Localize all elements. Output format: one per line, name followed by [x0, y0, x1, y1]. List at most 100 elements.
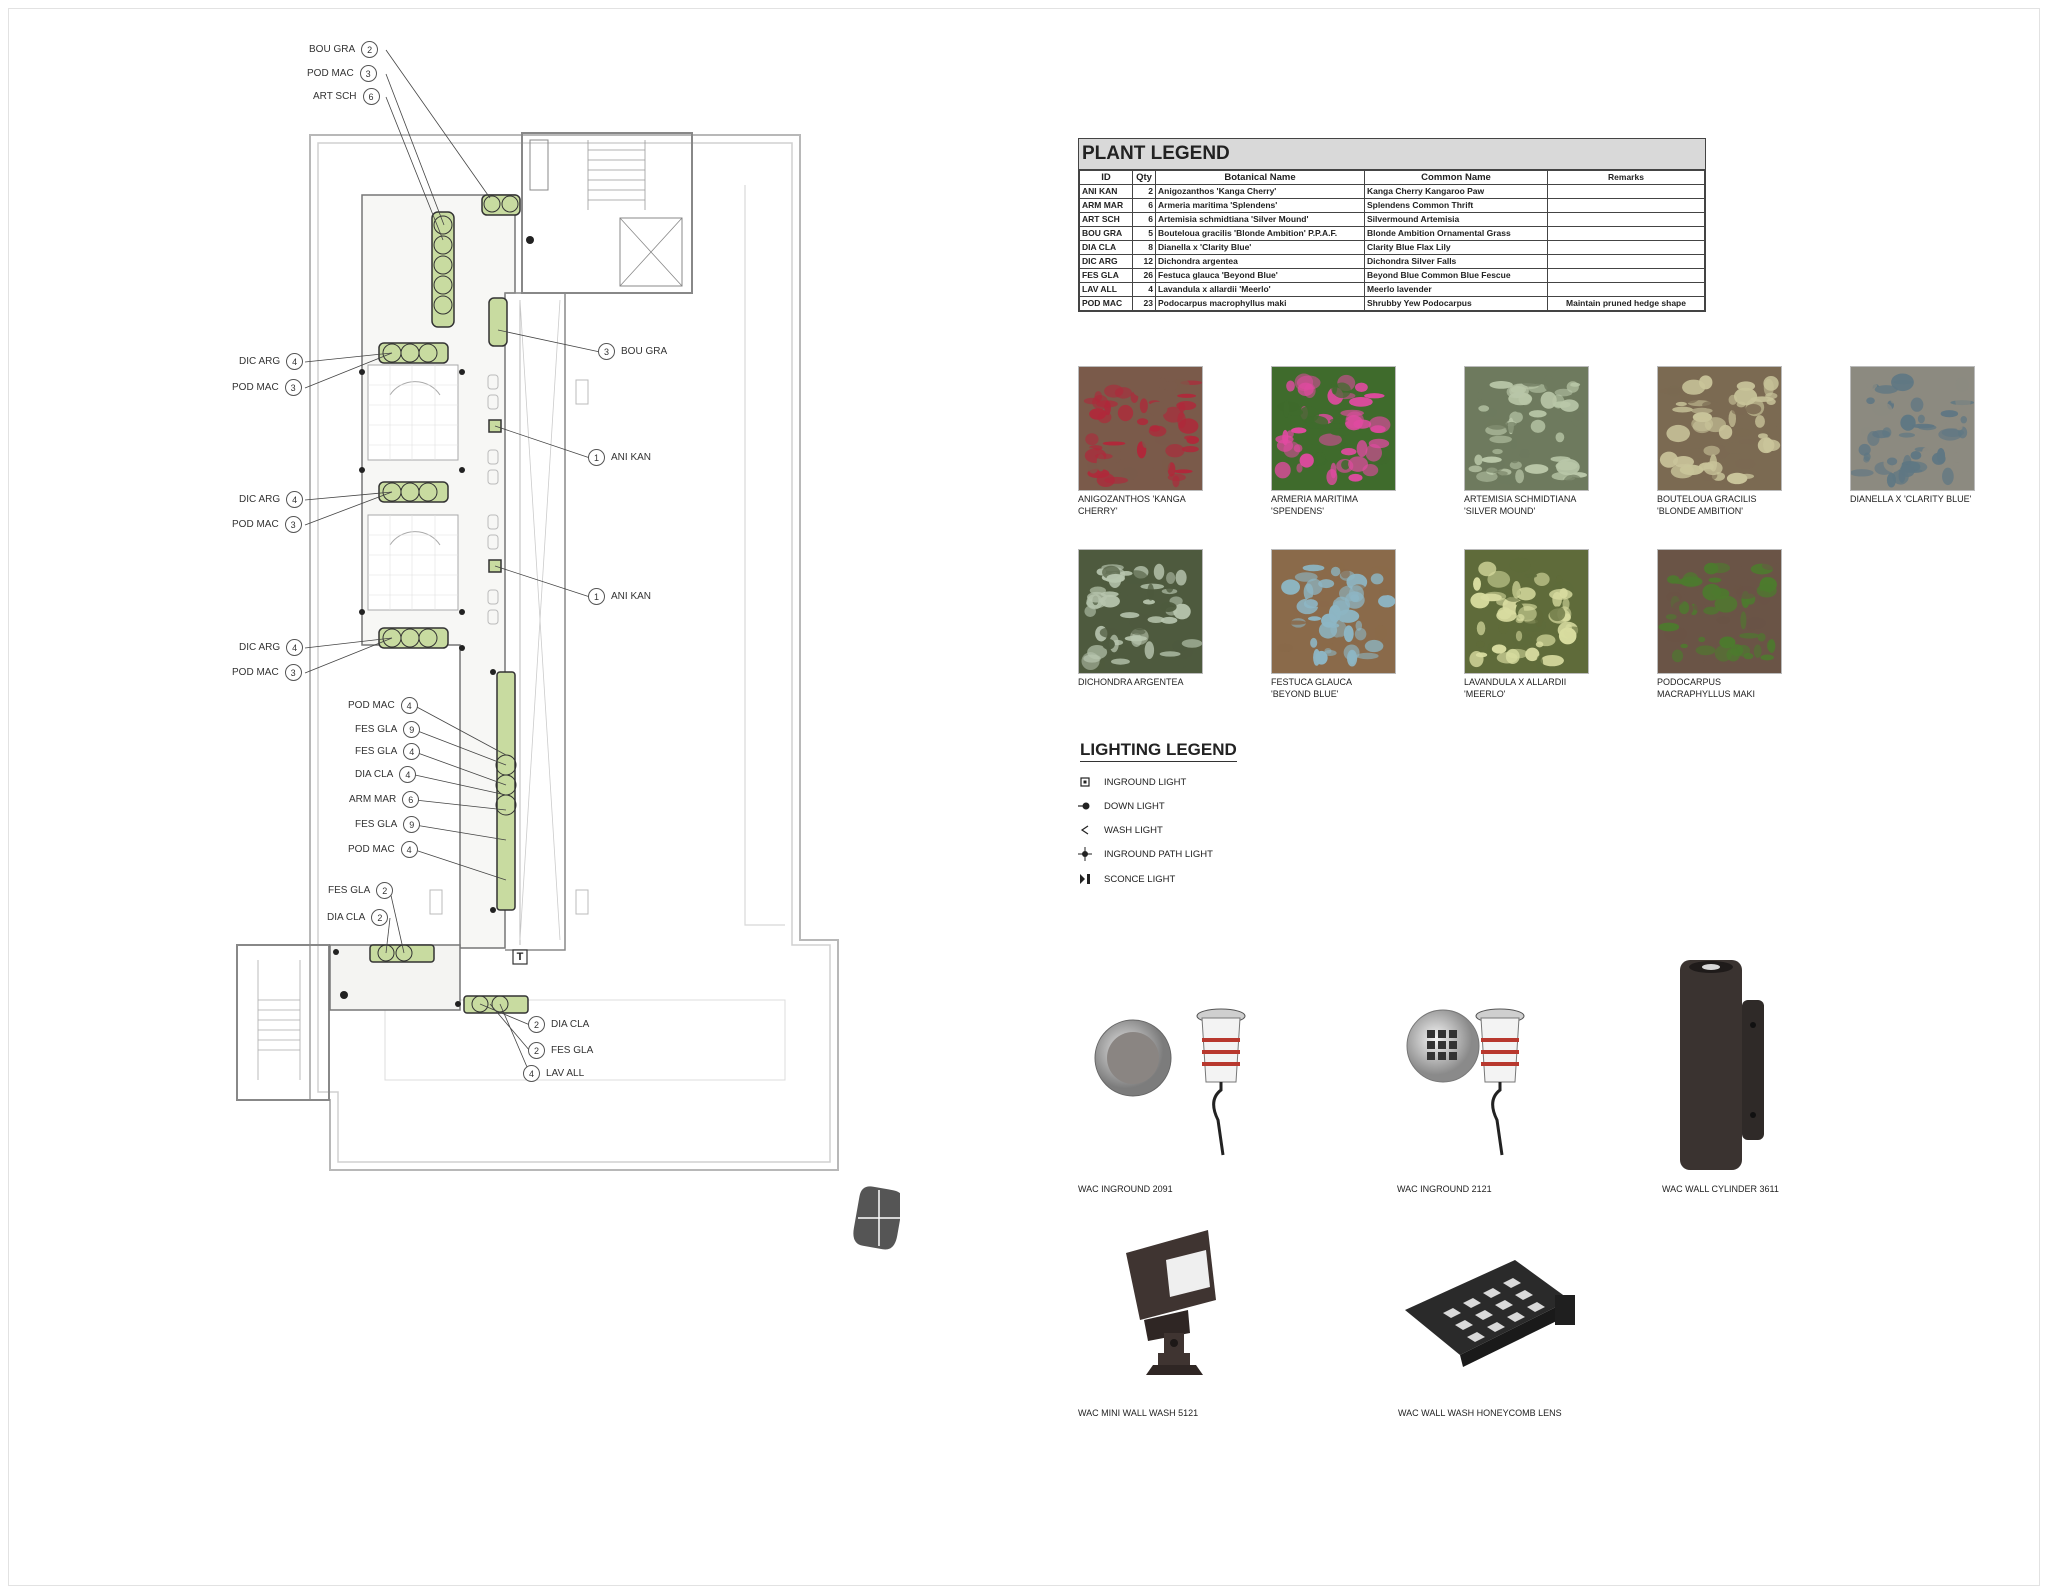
lighting-label: DOWN LIGHT	[1104, 800, 1165, 812]
foliage-blob	[1120, 570, 1133, 576]
foliage-blob	[1734, 428, 1752, 437]
foliage-blob	[1114, 448, 1122, 463]
foliage-blob	[1667, 385, 1682, 397]
foliage-blob	[1308, 616, 1322, 621]
cell-common: Shrubby Yew Podocarpus	[1364, 296, 1548, 311]
foliage-blob	[1321, 642, 1334, 648]
foliage-blob	[1364, 393, 1385, 399]
foliage-blob	[1161, 455, 1171, 472]
foliage-blob	[1114, 387, 1132, 399]
foliage-blob	[1952, 452, 1960, 463]
foliage-blob	[1084, 605, 1096, 617]
foliage-blob	[1756, 583, 1777, 598]
foliage-blob	[1509, 557, 1531, 573]
plant-photo	[1271, 366, 1396, 491]
foliage-blob	[1370, 573, 1384, 585]
wash-light-icon	[1078, 823, 1092, 837]
foliage-blob	[1866, 397, 1875, 405]
cell-botanical: Bouteloua gracilis 'Blonde Ambition' P.P…	[1155, 226, 1365, 241]
foliage-blob	[1505, 421, 1518, 433]
foliage-blob	[1898, 432, 1915, 438]
plant-photo	[1078, 549, 1203, 674]
foliage-blob	[1955, 377, 1969, 392]
foliage-blob	[1518, 606, 1537, 622]
foliage-blob	[1563, 474, 1583, 490]
foliage-blob	[1491, 644, 1507, 654]
foliage-blob	[1753, 644, 1762, 658]
foliage-blob	[1277, 643, 1293, 653]
header-qty: Qty	[1132, 170, 1156, 185]
foliage-blob	[1506, 648, 1528, 659]
page-border	[8, 8, 2040, 1586]
foliage-blob	[1708, 562, 1731, 574]
foliage-blob	[1341, 448, 1357, 456]
foliage-blob	[1318, 433, 1342, 446]
foliage-blob	[1100, 594, 1120, 608]
foliage-blob	[1129, 428, 1150, 435]
foliage-blob	[1468, 465, 1483, 473]
lighting-label: SCONCE LIGHT	[1104, 873, 1176, 885]
plant-foliage	[1272, 561, 1395, 667]
foliage-blob	[1476, 391, 1484, 401]
foliage-blob	[1702, 583, 1722, 601]
foliage-blob	[1314, 452, 1326, 464]
foliage-blob	[1332, 382, 1351, 399]
foliage-blob	[1329, 418, 1348, 424]
cell-id: ANI KAN	[1079, 184, 1133, 199]
foliage-blob	[1330, 585, 1339, 601]
foliage-blob	[1866, 383, 1878, 389]
plant-photo-card: FESTUCA GLAUCA'BEYOND BLUE'	[1271, 549, 1411, 700]
foliage-blob	[1728, 410, 1737, 428]
cell-id: DIA CLA	[1079, 240, 1133, 255]
cell-botanical: Artemisia schmidtiana 'Silver Mound'	[1155, 212, 1365, 227]
cell-common: Silvermound Artemisia	[1364, 212, 1548, 227]
foliage-blob	[1693, 602, 1706, 612]
down-light-icon	[1078, 799, 1092, 813]
cell-botanical: Anigozanthos 'Kanga Cherry'	[1155, 184, 1365, 199]
plant-photo	[1271, 549, 1396, 674]
foliage-blob	[1509, 461, 1522, 470]
foliage-blob	[1354, 627, 1367, 641]
foliage-blob	[1555, 432, 1565, 443]
plant-photo	[1464, 549, 1589, 674]
cell-qty: 2	[1132, 184, 1156, 199]
foliage-blob	[1703, 658, 1718, 665]
fixture-wac-inground-2121: WAC INGROUND 2121	[1375, 990, 1575, 1194]
plant-foliage	[1658, 561, 1778, 665]
cell-common: Clarity Blue Flax Lily	[1364, 240, 1548, 255]
foliage-blob	[1481, 456, 1502, 463]
cell-id: ART SCH	[1079, 212, 1133, 227]
foliage-blob	[1658, 622, 1680, 632]
foliage-blob	[1299, 453, 1314, 468]
foliage-blob	[1089, 408, 1107, 420]
inground-fixture-icon	[1094, 1008, 1246, 1156]
foliage-blob	[1562, 598, 1570, 610]
foliage-blob	[1871, 402, 1893, 417]
foliage-blob	[1487, 570, 1511, 588]
foliage-blob	[1687, 447, 1708, 459]
foliage-blob	[1172, 475, 1180, 488]
plant-photo-card: LAVANDULA X ALLARDII'MEERLO'	[1464, 549, 1604, 700]
plant-photo	[1850, 366, 1975, 491]
header-botanical-name: Botanical Name	[1155, 170, 1365, 185]
foliage-blob	[1318, 579, 1335, 589]
foliage-blob	[1281, 579, 1301, 595]
cell-id: LAV ALL	[1079, 282, 1133, 297]
foliage-blob	[1286, 380, 1295, 392]
plant-photo-card: ARTEMISIA SCHMIDTIANA'SILVER MOUND'	[1464, 366, 1604, 517]
foliage-blob	[1153, 563, 1165, 580]
foliage-blob	[1698, 375, 1713, 390]
foliage-blob	[1147, 583, 1155, 601]
cell-id: FES GLA	[1079, 268, 1133, 283]
